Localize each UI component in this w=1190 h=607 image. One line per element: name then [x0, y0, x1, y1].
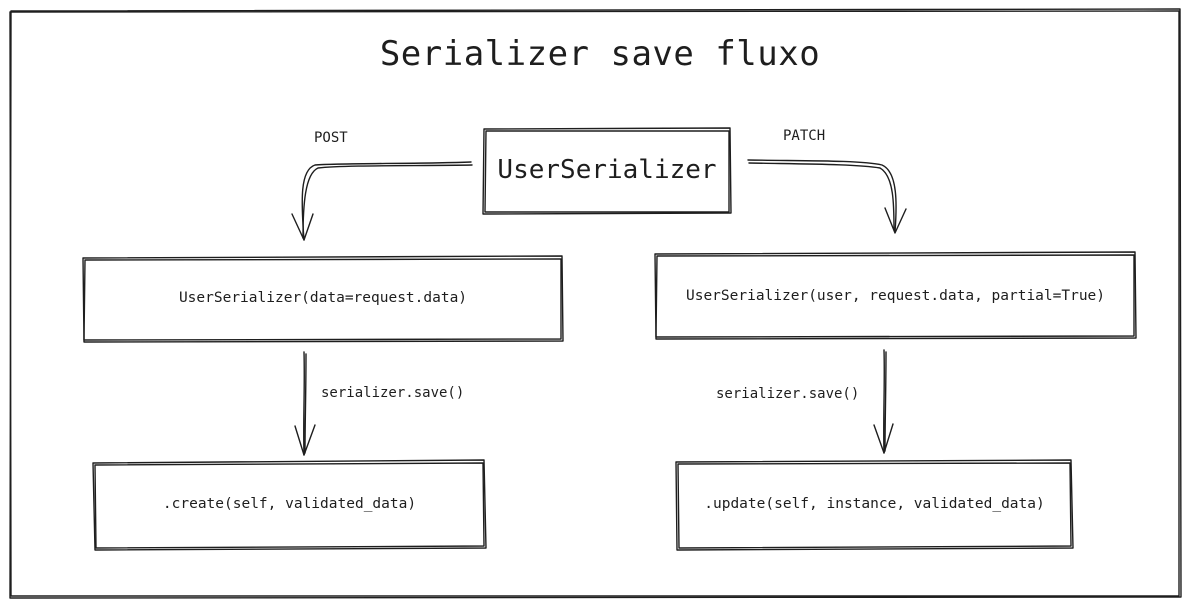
- right-instantiate-label: UserSerializer(user, request.data, parti…: [685, 288, 1106, 304]
- patch-arrow: [747, 159, 907, 234]
- right-save-label: serializer.save(): [716, 386, 860, 402]
- left-method-box: [92, 459, 487, 551]
- post-edge-label: POST: [314, 130, 348, 146]
- left-instantiate-box: [82, 255, 564, 343]
- left-save-arrow: [294, 351, 316, 456]
- left-save-label: serializer.save(): [321, 385, 465, 401]
- right-method-box: [675, 459, 1074, 551]
- patch-edge-label: PATCH: [783, 128, 826, 144]
- root-node-label: UserSerializer: [497, 155, 717, 185]
- post-arrow: [291, 161, 473, 241]
- diagram-title: Serializer save fluxo: [379, 34, 821, 74]
- right-method-label: .update(self, instance, validated_data): [704, 496, 1045, 512]
- left-method-label: .create(self, validated_data): [162, 496, 417, 512]
- left-instantiate-label: UserSerializer(data=request.data): [178, 290, 468, 306]
- right-save-arrow: [873, 349, 894, 454]
- right-instantiate-box: [654, 251, 1137, 340]
- diagram-frame: [9, 8, 1182, 599]
- root-node-box: [482, 127, 732, 215]
